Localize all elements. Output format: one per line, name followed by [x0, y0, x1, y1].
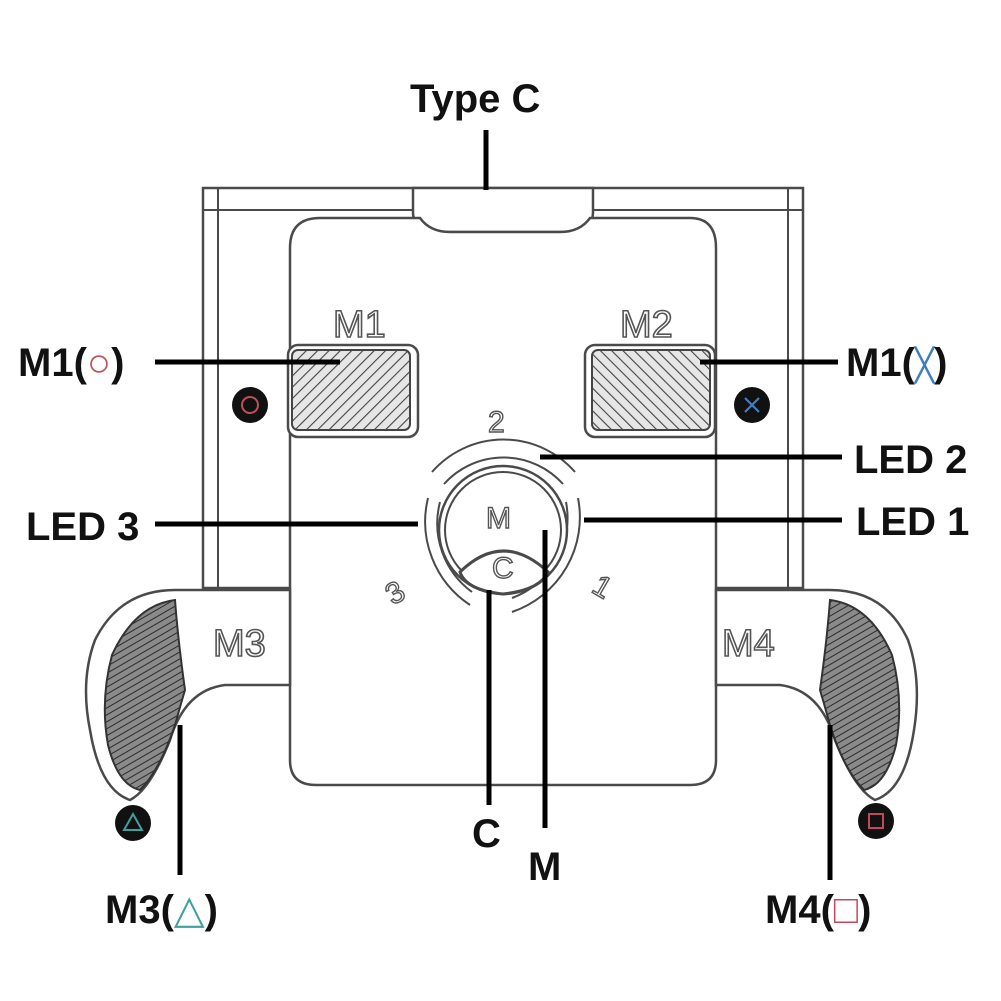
engraved-center-m: M [486, 502, 511, 535]
m3-paddle[interactable] [84, 588, 292, 802]
m4-paddle[interactable] [714, 588, 919, 802]
type-c-label: Type C [410, 77, 540, 121]
engraved-center-c: C [492, 552, 514, 585]
circle-icon [232, 387, 268, 423]
m-label: M [528, 845, 561, 889]
c-button[interactable] [458, 549, 550, 596]
m2-button[interactable] [583, 343, 717, 439]
square-icon [858, 803, 894, 839]
led2-label: LED 2 [854, 438, 967, 482]
triangle-icon [115, 805, 151, 841]
engraved-m2-label: M2 [620, 304, 673, 346]
engraved-led2-number: 2 [488, 406, 505, 439]
type-c-port [411, 186, 595, 234]
cross-icon [734, 387, 770, 423]
m1-button[interactable] [286, 343, 420, 439]
engraved-m1-label: M1 [333, 304, 386, 346]
m4-label: M4(□) [765, 888, 871, 932]
m1-right-label: M1(╳) [846, 341, 947, 385]
m1-left-label: M1(○) [18, 341, 124, 385]
engraved-m3-label: M3 [213, 623, 266, 665]
c-label: C [472, 812, 501, 856]
engraved-m4-label: M4 [722, 623, 775, 665]
led3-label: LED 3 [26, 505, 139, 549]
m3-label: M3(△) [105, 888, 218, 932]
leader-lines [155, 130, 842, 880]
led1-label: LED 1 [856, 500, 969, 544]
